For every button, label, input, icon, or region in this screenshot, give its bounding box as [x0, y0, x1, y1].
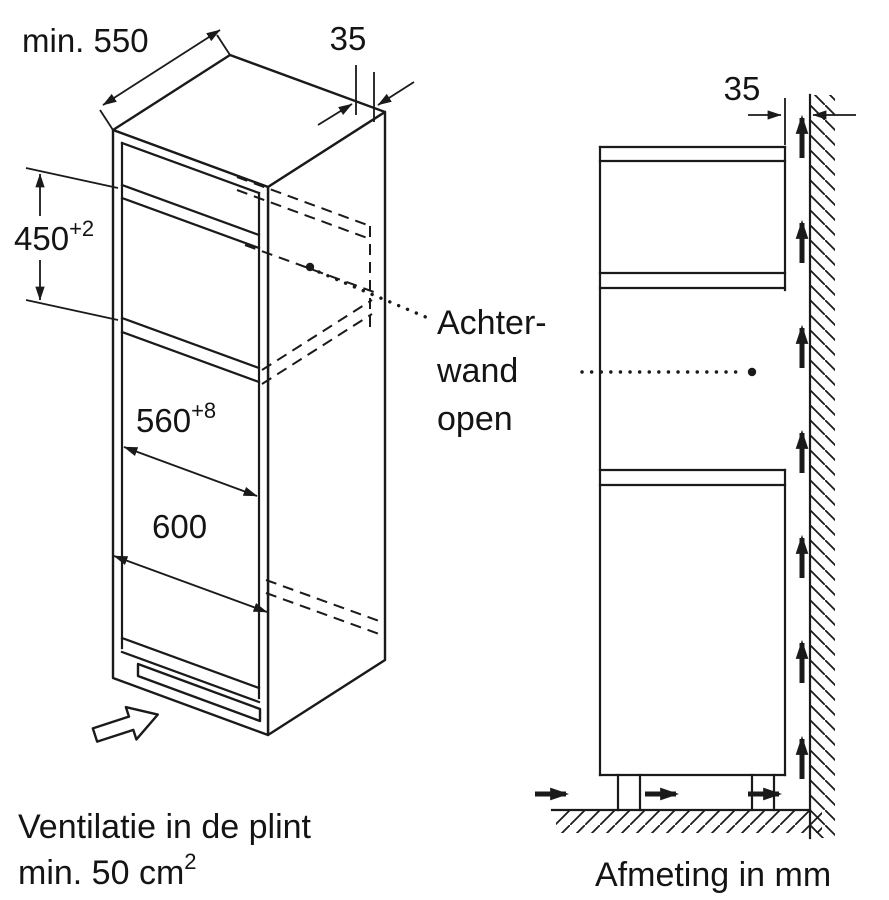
dimension-arrow-right — [377, 81, 415, 106]
dotted-leader-line-left — [317, 270, 430, 320]
dimension-35-side: 35 — [724, 70, 856, 145]
open-back-dashed-line — [236, 176, 371, 227]
rear-gap-label: 35 — [330, 20, 367, 57]
plinth-airflow-arrow-icon — [91, 705, 159, 743]
open-back-dashed-line — [236, 189, 371, 240]
niche-ceiling-shelf — [120, 183, 261, 250]
ventilation-note: Ventilatie in de plint min. 50 cm2 — [18, 808, 312, 892]
depth-dimension-label: min. 550 — [22, 22, 149, 59]
rear-gap-label: 35 — [724, 70, 761, 107]
open-back-dashed-lines — [236, 176, 383, 636]
niche-floor-shelf — [120, 316, 261, 384]
cabinet-shelves — [120, 141, 262, 723]
wall-and-floor — [550, 93, 835, 840]
dimension-arrow-left — [317, 103, 353, 126]
lower-box-top-panel — [598, 468, 787, 487]
leader-dot — [305, 262, 315, 272]
cabinet-width-label: 600 — [152, 508, 207, 545]
open-back-dashed-line — [244, 244, 375, 293]
dimension-min-550: min. 550 — [22, 22, 231, 131]
cabinet-top-panel — [598, 145, 787, 163]
dimension-560: 560+8 — [123, 398, 258, 497]
top-panel-inner-edge — [120, 141, 261, 195]
rear-wall-open-callout: Achter- wand open — [305, 262, 757, 438]
rear-wall-open-label-line3: open — [437, 400, 513, 438]
dimension-tick-lines — [355, 65, 375, 122]
dimension-450: 450+2 — [14, 167, 119, 321]
niche-height-tolerance: +2 — [69, 216, 94, 241]
plinth-panel — [136, 662, 262, 723]
bottom-panel — [120, 636, 261, 704]
ventilation-note-line1: Ventilatie in de plint — [18, 808, 312, 846]
dimension-extension-lines — [25, 167, 119, 321]
open-back-dashed-line — [261, 299, 373, 371]
open-back-dashed-line — [265, 592, 383, 636]
rear-wall-open-label-line1: Achter- — [437, 304, 547, 342]
niche-height-label: 450+2 — [14, 216, 94, 257]
wall-hatching — [811, 95, 835, 838]
cabinet-side-outline — [598, 145, 787, 812]
isometric-view: min. 550 35 450+2 560+8 600 — [14, 20, 415, 892]
floor-hatching — [556, 811, 822, 833]
leader-dot — [747, 367, 757, 377]
ventilation-note-line2: min. 50 cm2 — [18, 849, 197, 892]
ventilation-note-superscript: 2 — [184, 849, 196, 874]
niche-width-label: 560+8 — [136, 398, 216, 439]
dimension-line — [102, 29, 221, 106]
dimension-600: 600 — [113, 508, 268, 613]
niche-width-tolerance: +8 — [191, 398, 216, 423]
rear-wall-open-label-line2: wand — [436, 352, 518, 390]
cabinet-body — [111, 53, 387, 737]
open-back-dashed-line — [261, 313, 373, 385]
open-back-dashed-line — [265, 579, 383, 623]
dimension-35-isometric: 35 — [317, 20, 415, 126]
cabinet-side-face — [266, 110, 387, 737]
dimension-line — [113, 555, 268, 613]
units-note: Afmeting in mm — [595, 856, 831, 894]
plinth-feet — [616, 773, 776, 812]
niche-floor-shelf — [598, 271, 787, 290]
dimension-line — [123, 446, 258, 497]
side-view: 35 Afmeting in mm — [535, 70, 856, 894]
